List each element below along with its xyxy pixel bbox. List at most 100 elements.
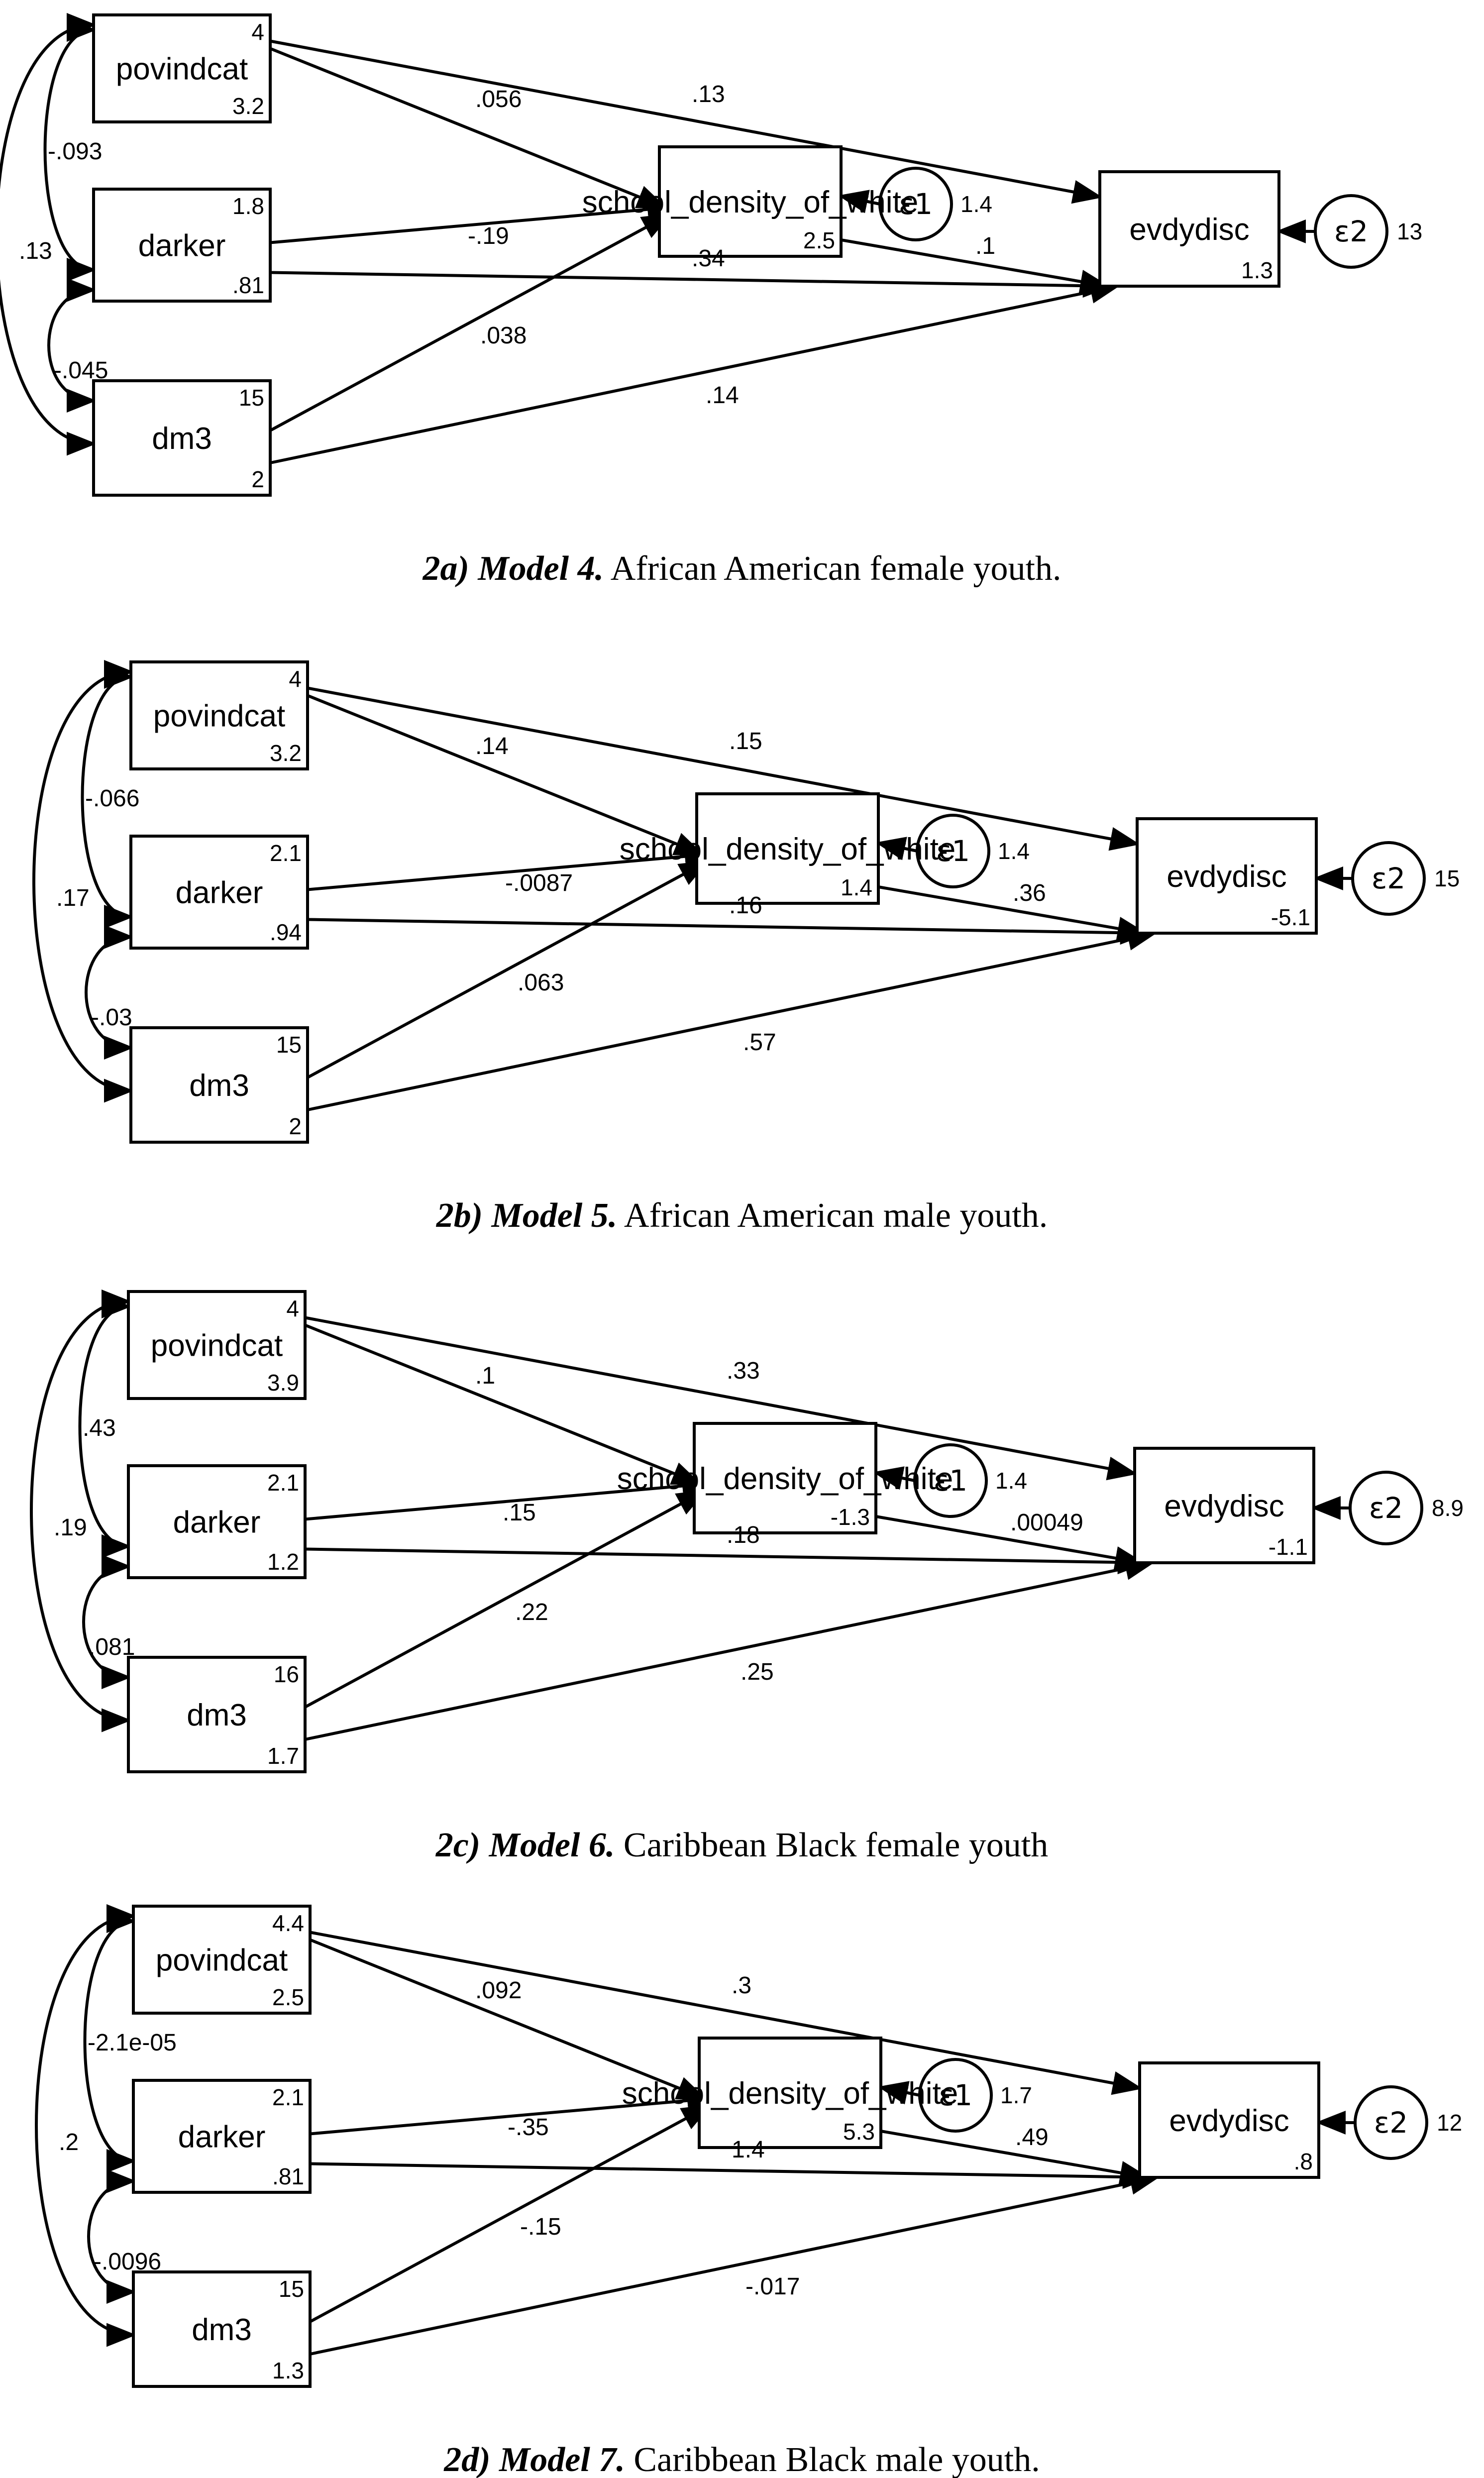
povindcat-mean: 4 [251, 19, 264, 45]
darker-mean: 2.1 [270, 840, 302, 866]
panel-1: povindcat43.2darker1.8.81dm3152school_de… [0, 13, 1422, 588]
school-density-of-white-box [698, 2037, 882, 2149]
povindcat-intercept: 3.2 [232, 93, 264, 119]
error2-variance: 8.9 [1432, 1495, 1464, 1521]
error1-circle [878, 167, 953, 241]
caption-description: Caribbean Black male youth. [625, 2441, 1040, 2478]
evdydisc-box [1138, 2061, 1320, 2179]
coef-darker-school: .15 [503, 1500, 536, 1526]
school-density-of-white-intercept: 2.5 [803, 227, 835, 253]
darker-box [129, 835, 309, 950]
darker-box [92, 188, 272, 303]
coef-darker-evdydisc: .34 [692, 245, 725, 272]
path-darker-school [307, 844, 715, 891]
dm3-mean: 15 [276, 1032, 302, 1058]
coef-dm3-school: .22 [515, 1599, 548, 1625]
darker-label: darker [138, 229, 226, 263]
dm3-box [132, 2270, 312, 2388]
povindcat-box [127, 1290, 307, 1400]
school-density-of-white-intercept: 5.3 [843, 2119, 875, 2145]
dm3-label: dm3 [192, 2313, 252, 2347]
coef-cov-povindcat-dm3: .17 [56, 885, 90, 911]
path-darker-school [305, 1474, 712, 1521]
coef-povindcat-school: .092 [475, 1977, 522, 2004]
dm3-label: dm3 [189, 1069, 249, 1103]
error1-variance: 1.4 [998, 838, 1030, 864]
darker-intercept: .81 [232, 272, 264, 298]
coef-cov-darker-dm3: -.03 [91, 1004, 132, 1031]
path-school-evdydisc [875, 1515, 1145, 1570]
caption-model: 2d) Model 7. [443, 2441, 625, 2478]
error1-symbol: ε1 [939, 2078, 972, 2112]
path-povindcat-evdydisc [305, 1316, 1138, 1481]
coef-cov-povindcat-darker: .43 [83, 1415, 116, 1441]
error1-variance: 1.7 [1000, 2082, 1032, 2108]
dm3-mean: 15 [239, 385, 264, 411]
dm3-intercept: 2 [251, 466, 264, 492]
error2-symbol: ε2 [1334, 215, 1368, 248]
dm3-box [92, 379, 272, 497]
panel-4: povindcat4.42.5darker2.1.81dm3151.3schoo… [35, 1904, 1462, 2478]
coef-darker-school: -.0087 [505, 870, 573, 896]
darker-label: darker [176, 876, 263, 910]
path-school-evdydisc [880, 2130, 1150, 2185]
path-povindcat-school [304, 1323, 702, 1485]
caption-description: African American male youth. [617, 1196, 1048, 1235]
coef-povindcat-evdydisc: .13 [692, 81, 725, 108]
caption-description: African American female youth. [604, 549, 1061, 588]
evdydisc-label: evdydisc [1164, 1489, 1284, 1523]
path-dm3-school [269, 213, 672, 432]
coef-cov-povindcat-dm3: .19 [54, 1514, 87, 1541]
povindcat-label: povindcat [151, 1329, 283, 1363]
path-povindcat-school [309, 1938, 707, 2100]
evdydisc-intercept: -5.1 [1271, 904, 1310, 930]
error1-circle [916, 814, 990, 888]
error1-symbol: ε1 [934, 1464, 967, 1498]
coef-dm3-school: .063 [518, 970, 564, 996]
coef-school-evdydisc: .1 [975, 233, 995, 259]
path-darker-school [310, 2088, 717, 2136]
school-density-of-white-intercept: -1.3 [831, 1504, 870, 1530]
path-darker-school [270, 197, 677, 244]
school-density-of-white-label: school_density_of_white [622, 2076, 958, 2111]
povindcat-intercept: 3.2 [270, 740, 302, 766]
povindcat-mean: 4.4 [272, 1910, 304, 1936]
cov-povindcat-dm3 [32, 660, 134, 1103]
path-povindcat-school [269, 47, 667, 209]
school-density-of-white-box [695, 792, 880, 905]
povindcat-label: povindcat [156, 1943, 288, 1978]
school-density-of-white-label: school_density_of_white [620, 832, 956, 866]
cov-povindcat-dm3 [0, 13, 97, 456]
dm3-intercept: 2 [289, 1113, 302, 1139]
povindcat-intercept: 2.5 [272, 1984, 304, 2010]
povindcat-box [92, 13, 272, 123]
cov-darker-dm3 [47, 278, 97, 413]
panel-caption: 2a) Model 4. African American female you… [423, 549, 1061, 588]
cov-povindcat-dm3 [30, 1290, 131, 1732]
coef-dm3-evdydisc: .57 [743, 1029, 776, 1056]
evdydisc-label: evdydisc [1166, 860, 1286, 894]
error2-symbol: ε2 [1372, 862, 1405, 895]
coef-cov-darker-dm3: -.045 [54, 357, 108, 384]
coef-povindcat-school: .14 [475, 733, 509, 759]
cov-povindcat-dm3 [35, 1904, 136, 2347]
darker-label: darker [173, 1506, 261, 1540]
darker-intercept: .94 [270, 919, 302, 945]
error2-circle [1354, 2085, 1428, 2160]
dm3-box [127, 1656, 307, 1773]
dm3-box [129, 1026, 309, 1144]
coef-cov-povindcat-darker: -.066 [85, 785, 139, 812]
coef-povindcat-evdydisc: .3 [732, 1972, 751, 1999]
darker-label: darker [178, 2120, 266, 2155]
povindcat-mean: 4 [289, 666, 302, 692]
coef-dm3-evdydisc: .25 [741, 1659, 774, 1685]
coef-cov-darker-dm3: .081 [89, 1634, 135, 1660]
path-dm3-school [307, 860, 710, 1079]
evdydisc-intercept: 1.3 [1241, 257, 1273, 283]
darker-mean: 2.1 [272, 2084, 304, 2110]
error2-variance: 12 [1437, 2110, 1462, 2136]
error2-variance: 15 [1434, 865, 1460, 891]
school-density-of-white-label: school_density_of_white [617, 1462, 954, 1496]
caption-model: 2b) Model 5. [436, 1196, 618, 1235]
